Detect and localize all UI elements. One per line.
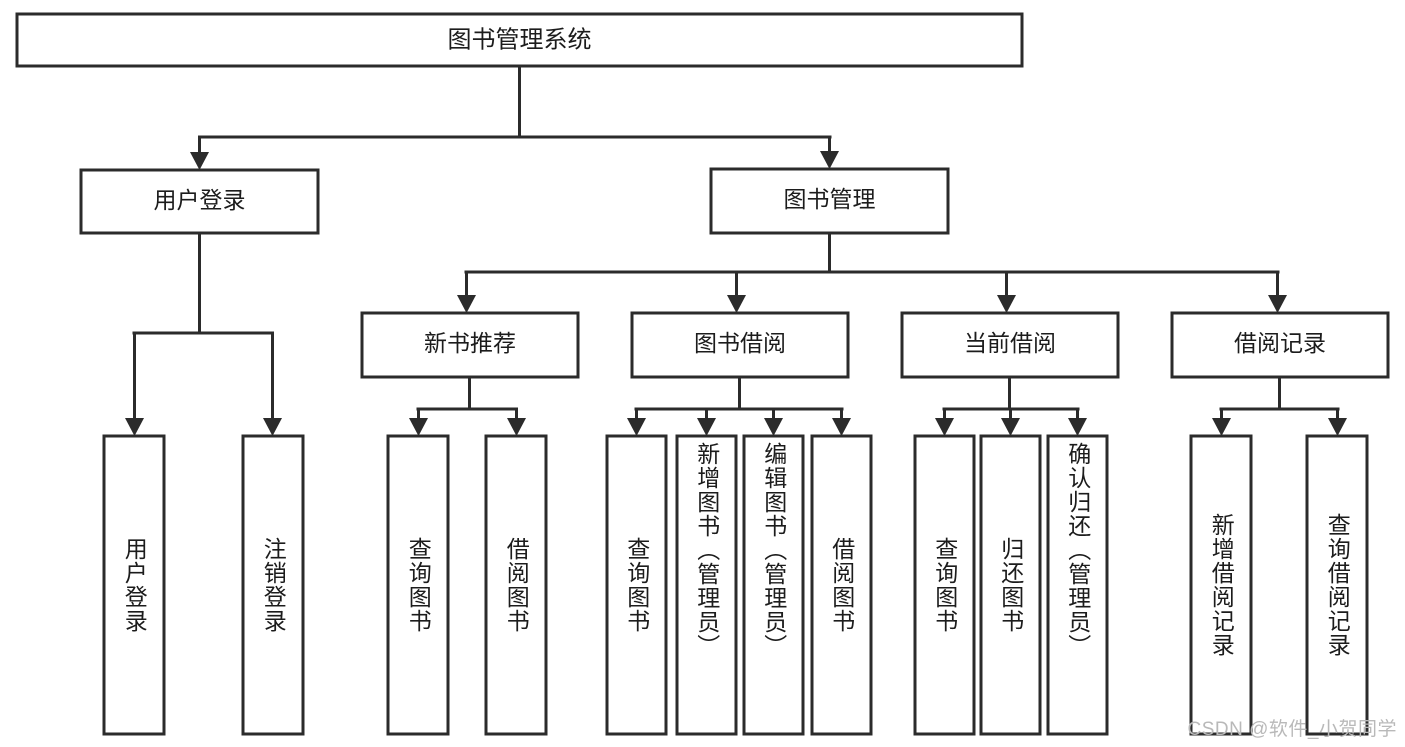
arrowhead-nb-borrow-book xyxy=(507,418,526,436)
node-user-login-label: 用户登录 xyxy=(154,187,246,213)
node-current-borrow-box[interactable] xyxy=(900,311,1120,379)
node-leaf-bb-edit-book-box[interactable] xyxy=(742,434,805,736)
node-leaf-user-login-box[interactable] xyxy=(102,434,166,736)
arrowhead-bb-query-book xyxy=(627,418,646,436)
csdn-watermark: CSDN @软件_小贺同学 xyxy=(1187,719,1397,740)
node-current-borrow[interactable]: 当前借阅 xyxy=(900,311,1120,379)
node-leaf-bb-add-book-box[interactable] xyxy=(675,434,738,736)
node-leaf-nb-borrow-book-box[interactable] xyxy=(484,434,548,736)
arrowhead-leaf-logout xyxy=(263,418,282,436)
arrowhead-cb-return-book xyxy=(1001,418,1020,436)
node-leaf-br-add-record-box[interactable] xyxy=(1189,434,1253,736)
node-new-book-recommend[interactable]: 新书推荐 xyxy=(360,311,580,379)
node-leaf-cb-confirm-return-box[interactable] xyxy=(1046,434,1109,736)
arrowhead-bb-edit-book xyxy=(764,418,783,436)
arrowhead-leaf-user-login xyxy=(125,418,144,436)
arrowhead-br-add-record xyxy=(1212,418,1231,436)
node-layer: 图书管理系统 用户登录 图书管理 新书推荐 图书借阅 当前 xyxy=(15,12,1390,736)
node-leaf-logout-box[interactable] xyxy=(241,434,305,736)
node-root[interactable]: 图书管理系统 xyxy=(15,12,1024,68)
node-leaf-cb-query-book-box[interactable] xyxy=(913,434,976,736)
node-current-borrow-label: 当前借阅 xyxy=(964,330,1056,356)
node-root-box[interactable] xyxy=(15,12,1024,68)
node-borrow-record[interactable]: 借阅记录 xyxy=(1170,311,1390,379)
node-book-management-box[interactable] xyxy=(709,167,950,235)
arrowhead-borrow-record xyxy=(1268,295,1287,313)
arrowhead-cb-query-book xyxy=(935,418,954,436)
node-leaf-bb-query-book-box[interactable] xyxy=(605,434,668,736)
node-leaf-br-query-record-box[interactable] xyxy=(1305,434,1369,736)
node-leaf-nb-query-book-box[interactable] xyxy=(386,434,450,736)
node-borrow-record-label: 借阅记录 xyxy=(1234,330,1326,356)
node-book-borrow[interactable]: 图书借阅 xyxy=(630,311,850,379)
arrowhead-user-login xyxy=(190,152,209,170)
node-leaf-cb-return-book-box[interactable] xyxy=(979,434,1042,736)
node-user-login-box[interactable] xyxy=(79,168,320,235)
node-borrow-record-box[interactable] xyxy=(1170,311,1390,379)
arrowhead-book-mgmt xyxy=(820,151,839,169)
arrowhead-new-book-rec xyxy=(457,295,476,313)
connector-layer xyxy=(125,64,1347,436)
node-book-borrow-box[interactable] xyxy=(630,311,850,379)
arrowhead-book-borrow xyxy=(727,295,746,313)
node-book-management-label: 图书管理 xyxy=(784,186,876,212)
node-book-borrow-label: 图书借阅 xyxy=(694,330,786,356)
arrowhead-current-borrow xyxy=(997,295,1016,313)
node-leaf-bb-borrow-book-box[interactable] xyxy=(810,434,873,736)
node-book-management[interactable]: 图书管理 xyxy=(709,167,950,235)
node-user-login[interactable]: 用户登录 xyxy=(79,168,320,235)
arrowhead-cb-confirm-return xyxy=(1068,418,1087,436)
node-new-book-recommend-label: 新书推荐 xyxy=(424,330,516,356)
arrowhead-nb-query-book xyxy=(409,418,428,436)
node-root-label: 图书管理系统 xyxy=(448,26,592,53)
arrowhead-br-query-record xyxy=(1328,418,1347,436)
node-new-book-recommend-box[interactable] xyxy=(360,311,580,379)
arrowhead-bb-add-book xyxy=(697,418,716,436)
arrowhead-bb-borrow-book xyxy=(832,418,851,436)
